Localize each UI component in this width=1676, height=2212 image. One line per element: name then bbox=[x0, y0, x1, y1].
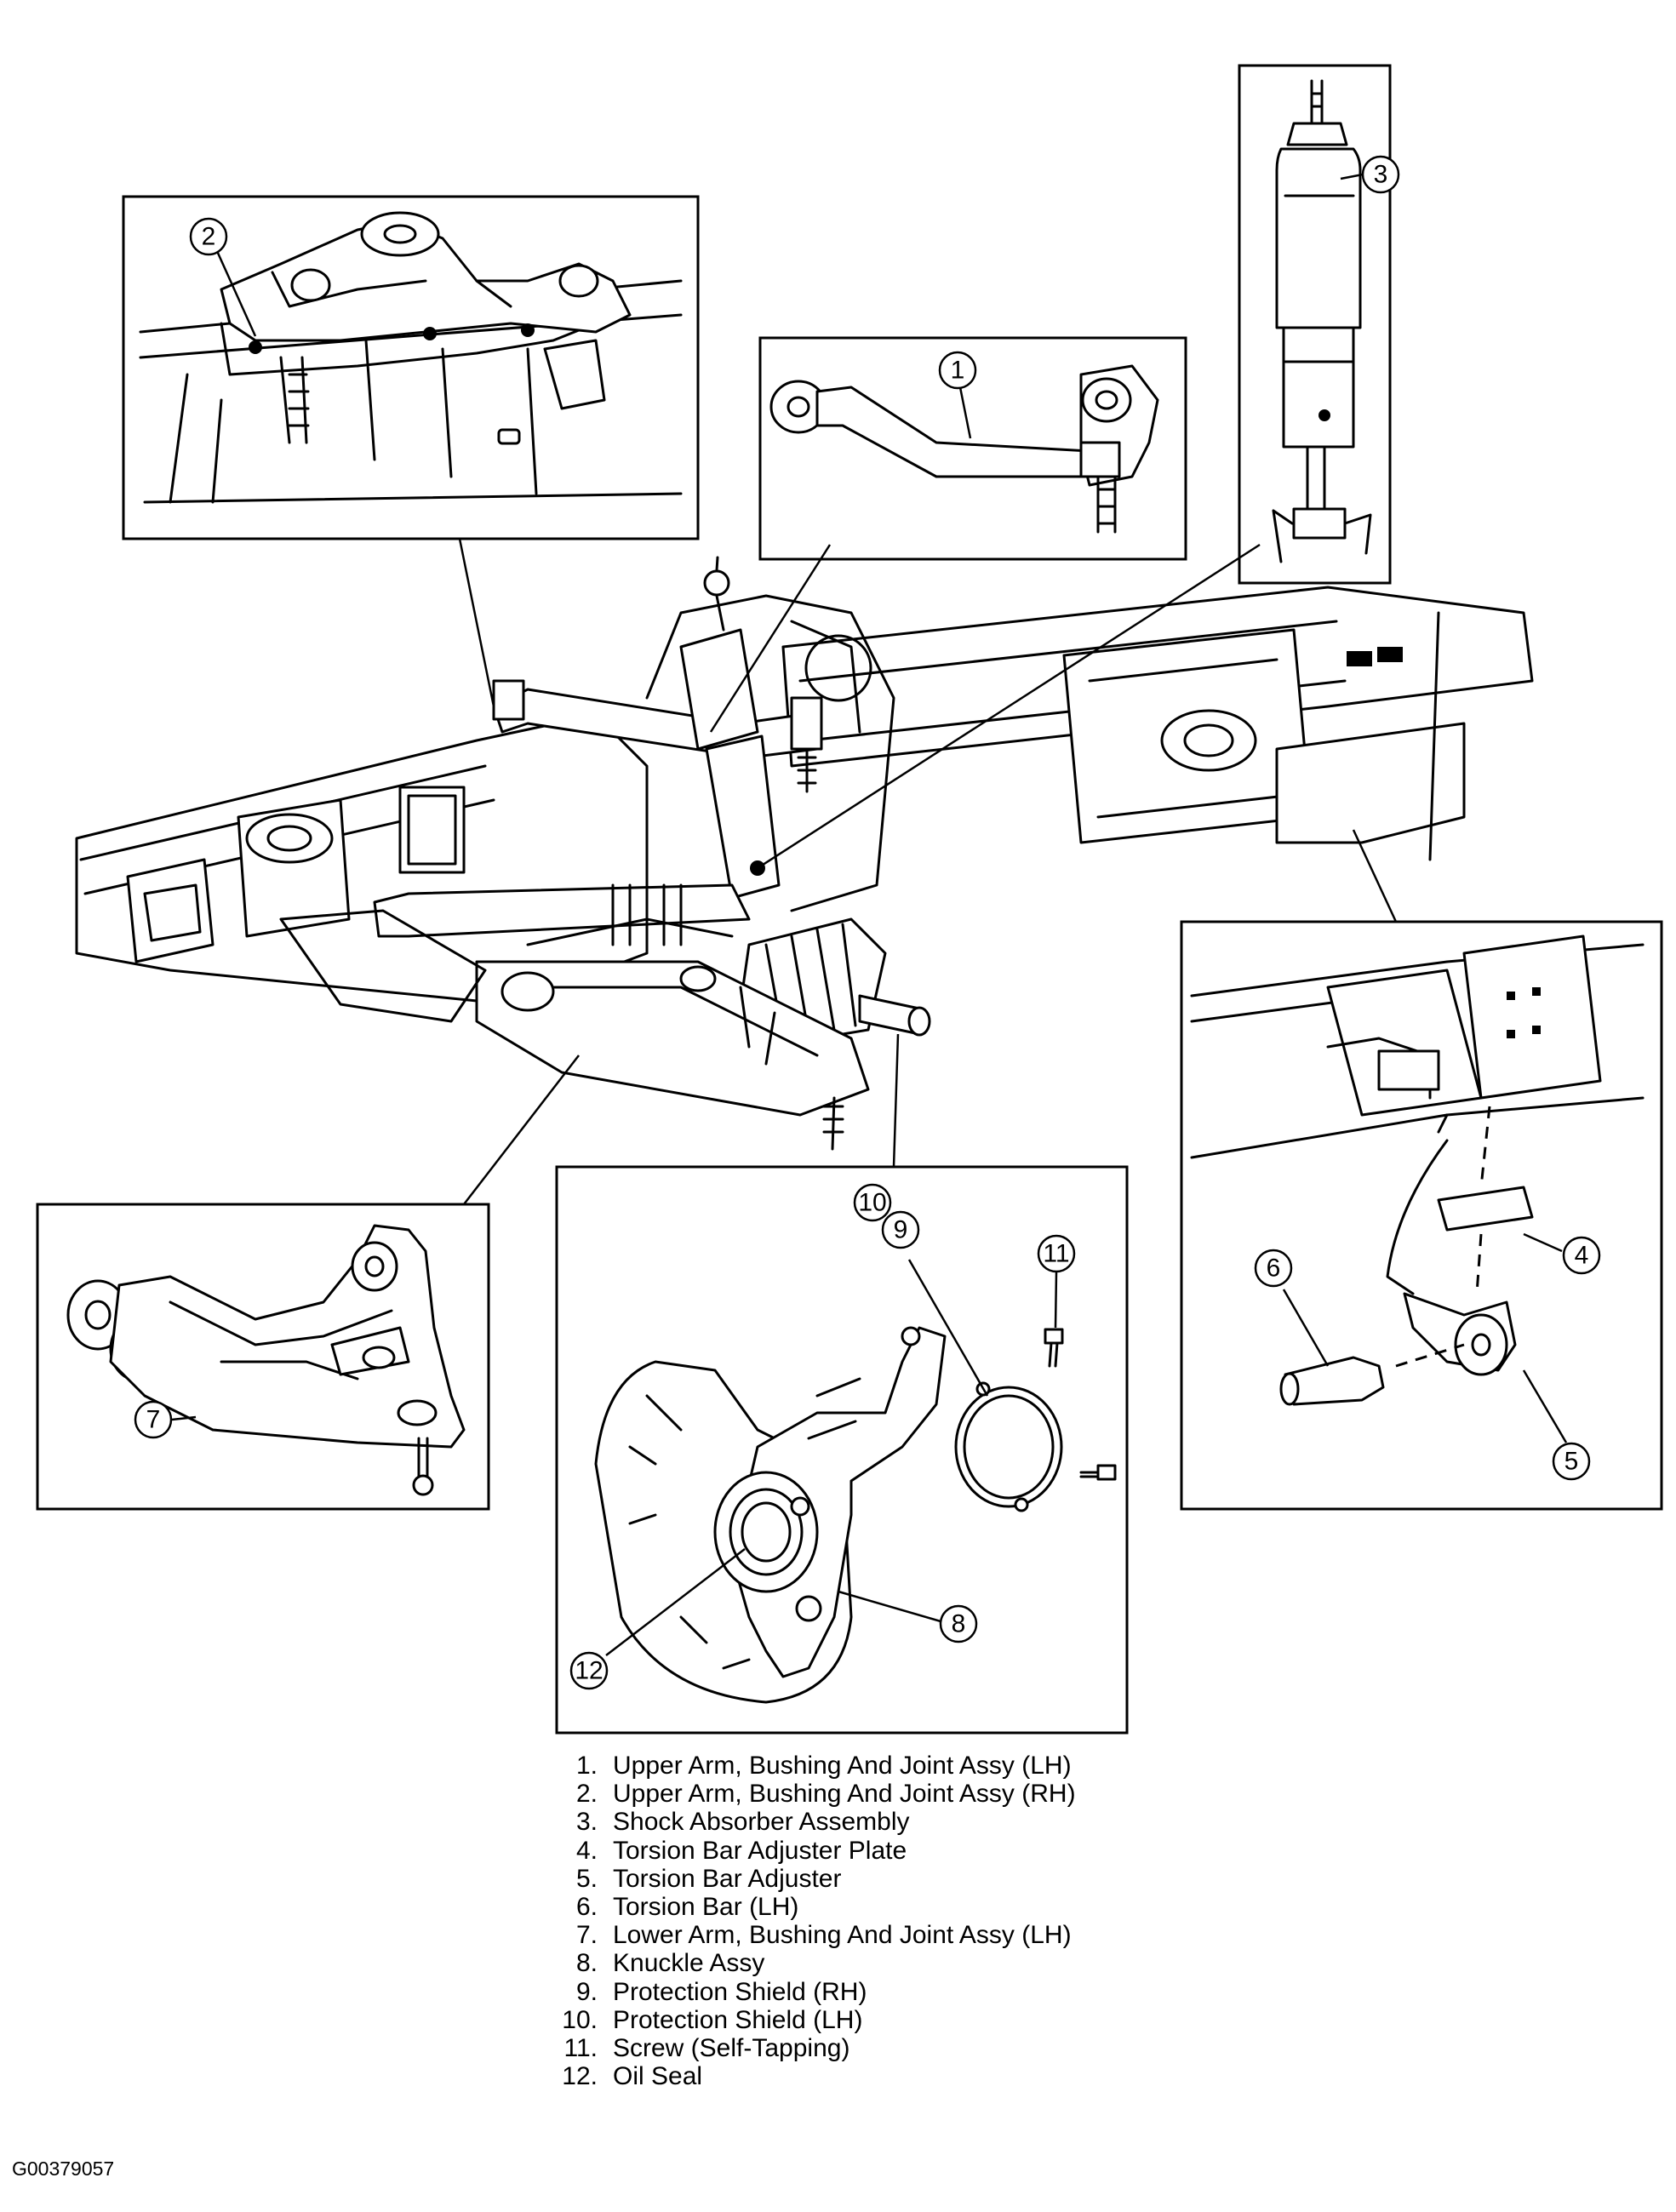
parts-legend: 1.Upper Arm, Bushing And Joint Assy (LH)… bbox=[545, 1752, 1076, 2091]
legend-item: 5.Torsion Bar Adjuster bbox=[575, 1864, 842, 1893]
svg-text:7: 7 bbox=[146, 1406, 161, 1434]
svg-text:4: 4 bbox=[1575, 1242, 1589, 1270]
svg-text:3: 3 bbox=[1374, 161, 1388, 189]
legend-item: 9.Protection Shield (RH) bbox=[575, 1977, 867, 2006]
svg-text:11: 11 bbox=[1043, 1240, 1069, 1268]
inset-shock-absorber bbox=[1238, 64, 1392, 585]
callout-9: 9 bbox=[881, 1210, 920, 1249]
inset-knuckle-assembly bbox=[555, 1165, 1129, 1735]
svg-text:5: 5 bbox=[1564, 1448, 1579, 1476]
callout-6: 6 bbox=[1254, 1249, 1293, 1288]
callout-4: 4 bbox=[1562, 1236, 1601, 1275]
legend-item: 3.Shock Absorber Assembly bbox=[575, 1808, 910, 1837]
svg-text:6: 6 bbox=[1267, 1255, 1281, 1283]
svg-text:2: 2 bbox=[202, 223, 216, 251]
legend-item: 12.Oil Seal bbox=[562, 2062, 703, 2091]
legend-item: 6.Torsion Bar (LH) bbox=[575, 1893, 799, 1922]
svg-text:12: 12 bbox=[575, 1657, 603, 1685]
callout-3: 3 bbox=[1361, 155, 1400, 194]
svg-text:10: 10 bbox=[858, 1189, 886, 1217]
inset-lower-arm bbox=[36, 1203, 490, 1511]
callout-1: 1 bbox=[938, 351, 977, 390]
callout-8: 8 bbox=[939, 1604, 978, 1643]
legend-item: 10.Protection Shield (LH) bbox=[562, 2005, 863, 2034]
inset-torsion-adjuster bbox=[1180, 920, 1663, 1511]
svg-text:9: 9 bbox=[894, 1216, 908, 1244]
main-suspension-assembly bbox=[75, 556, 1534, 1151]
legend-item: 11.Screw (Self-Tapping) bbox=[563, 2034, 850, 2063]
legend-item: 2.Upper Arm, Bushing And Joint Assy (RH) bbox=[575, 1780, 1076, 1809]
legend-item: 8.Knuckle Assy bbox=[575, 1949, 765, 1978]
legend-item: 4.Torsion Bar Adjuster Plate bbox=[575, 1836, 907, 1865]
legend-item: 1.Upper Arm, Bushing And Joint Assy (LH) bbox=[575, 1752, 1072, 1780]
callout-2: 2 bbox=[189, 217, 228, 256]
callout-10: 10 bbox=[853, 1183, 892, 1222]
legend-item: 7.Lower Arm, Bushing And Joint Assy (LH) bbox=[575, 1921, 1072, 1950]
callout-11: 11 bbox=[1037, 1234, 1076, 1273]
callout-7: 7 bbox=[134, 1400, 173, 1439]
figure-id: G00379057 bbox=[12, 2158, 115, 2180]
svg-text:8: 8 bbox=[952, 1610, 966, 1638]
callout-5: 5 bbox=[1552, 1442, 1591, 1481]
callout-12: 12 bbox=[569, 1651, 609, 1690]
svg-text:1: 1 bbox=[951, 357, 965, 385]
